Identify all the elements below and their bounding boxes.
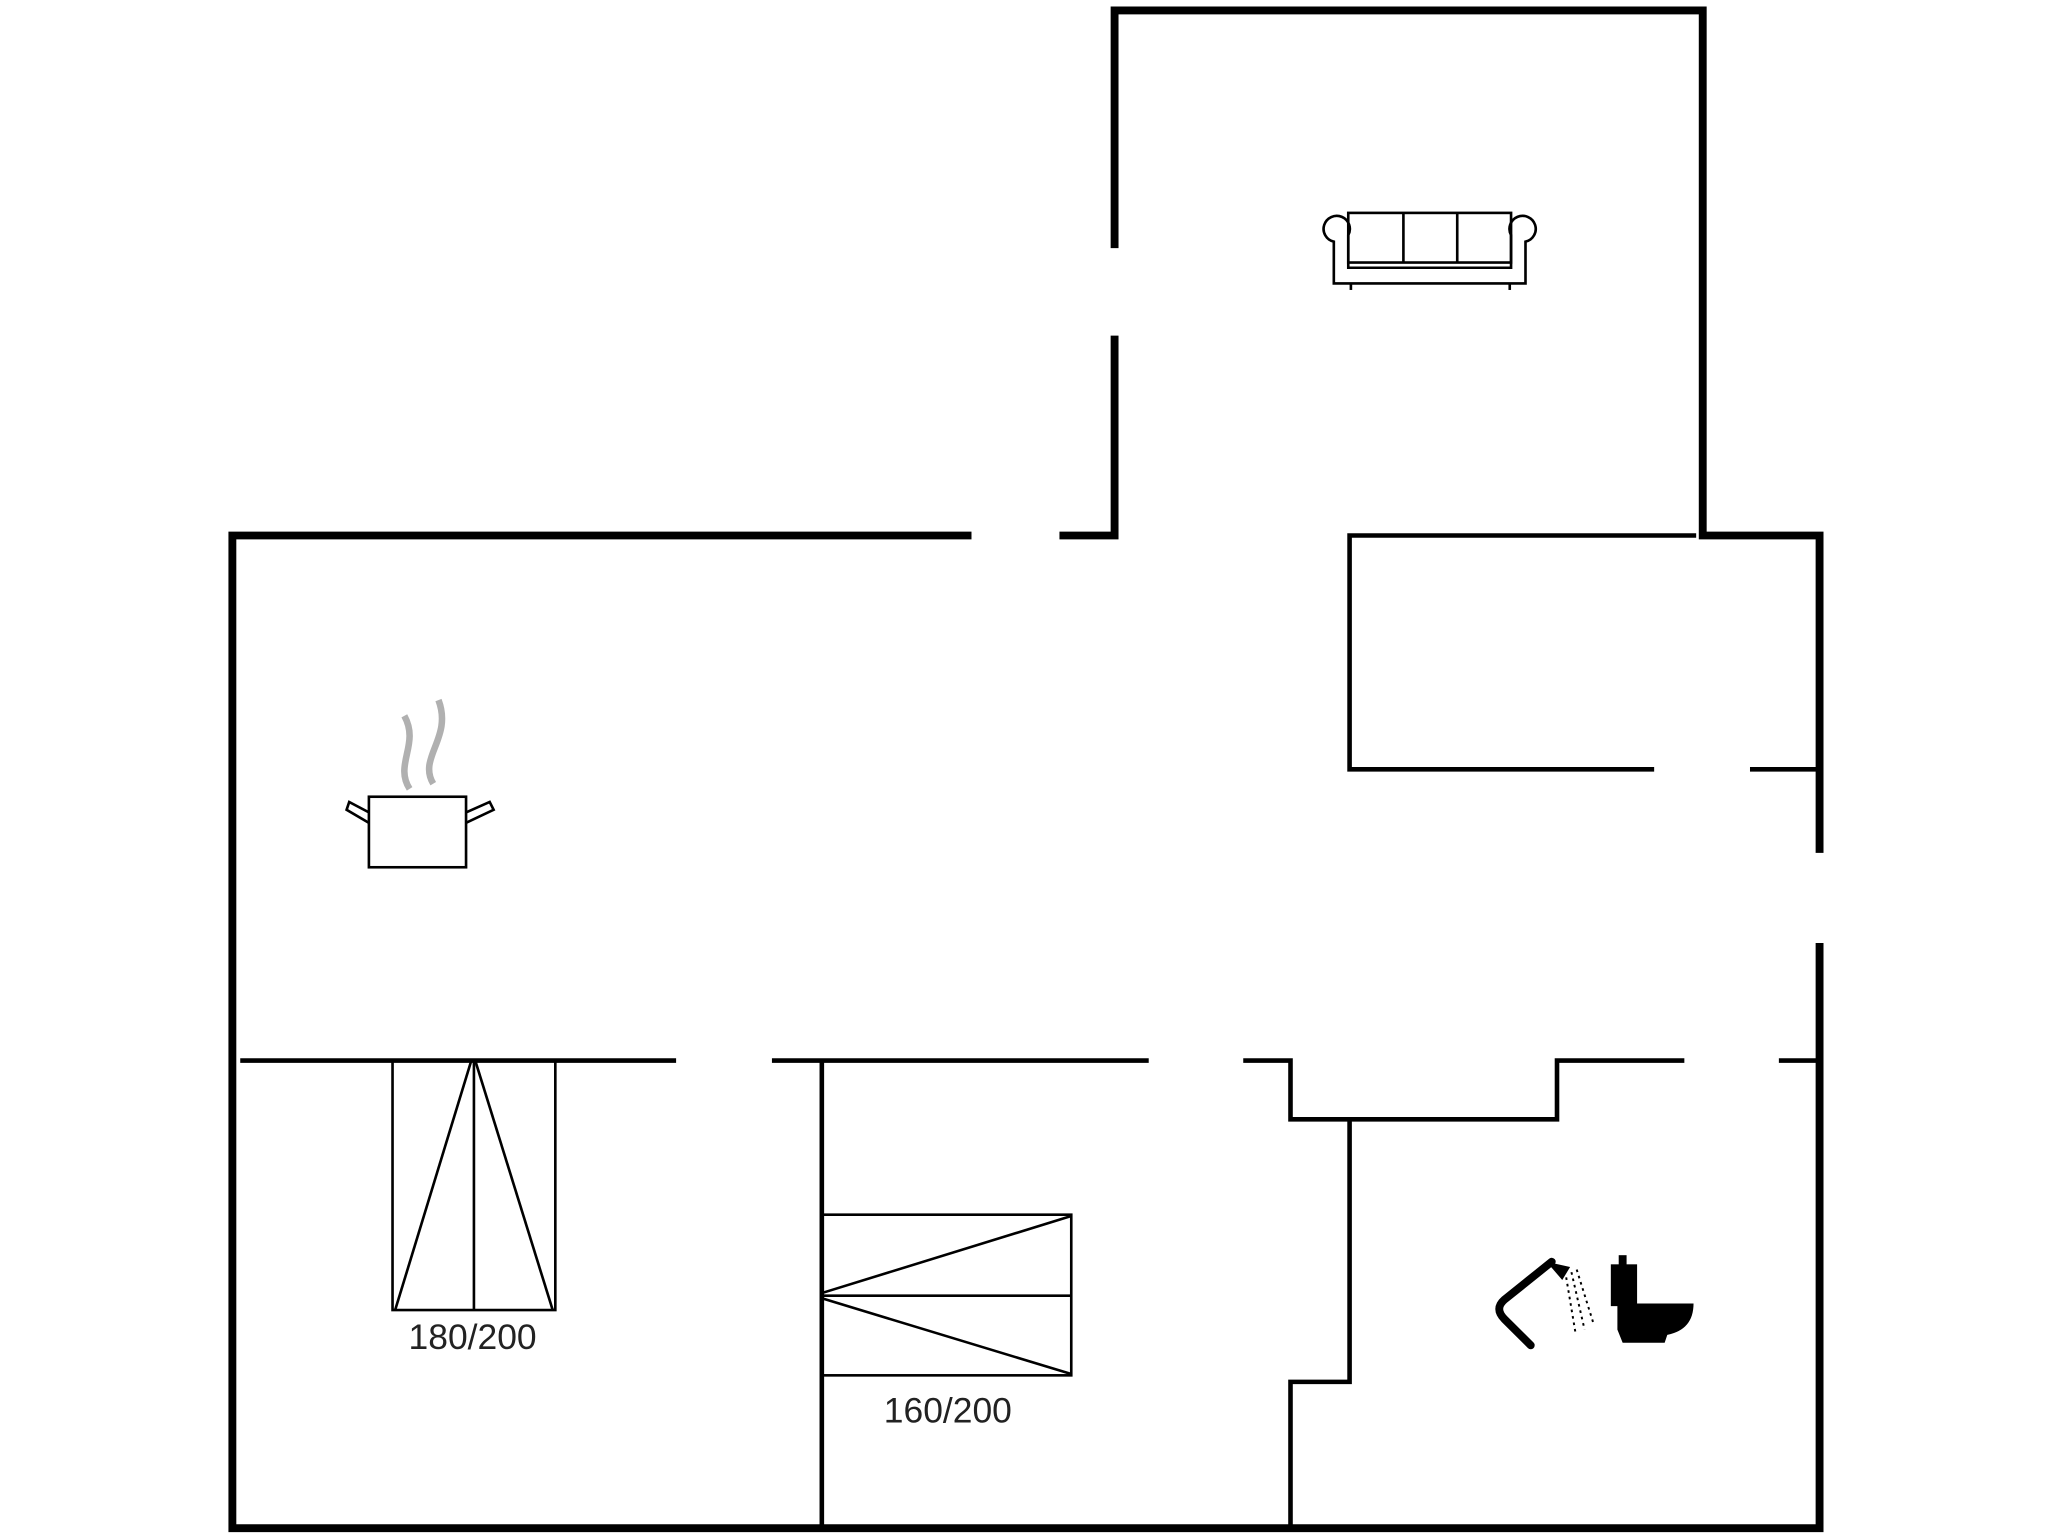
interior-walls	[240, 533, 1820, 1529]
bed-180: 180/200	[391, 1059, 557, 1357]
bed-size-label: 180/200	[409, 1318, 537, 1357]
bed-size-label: 160/200	[884, 1391, 1012, 1430]
bed-160: 160/200	[820, 1213, 1073, 1430]
sofa-icon	[1322, 211, 1538, 290]
toilet-icon	[1610, 1255, 1694, 1343]
shower-icon	[1495, 1257, 1595, 1350]
cooking-pot-icon	[345, 698, 496, 869]
exterior-walls	[228, 6, 1824, 1533]
